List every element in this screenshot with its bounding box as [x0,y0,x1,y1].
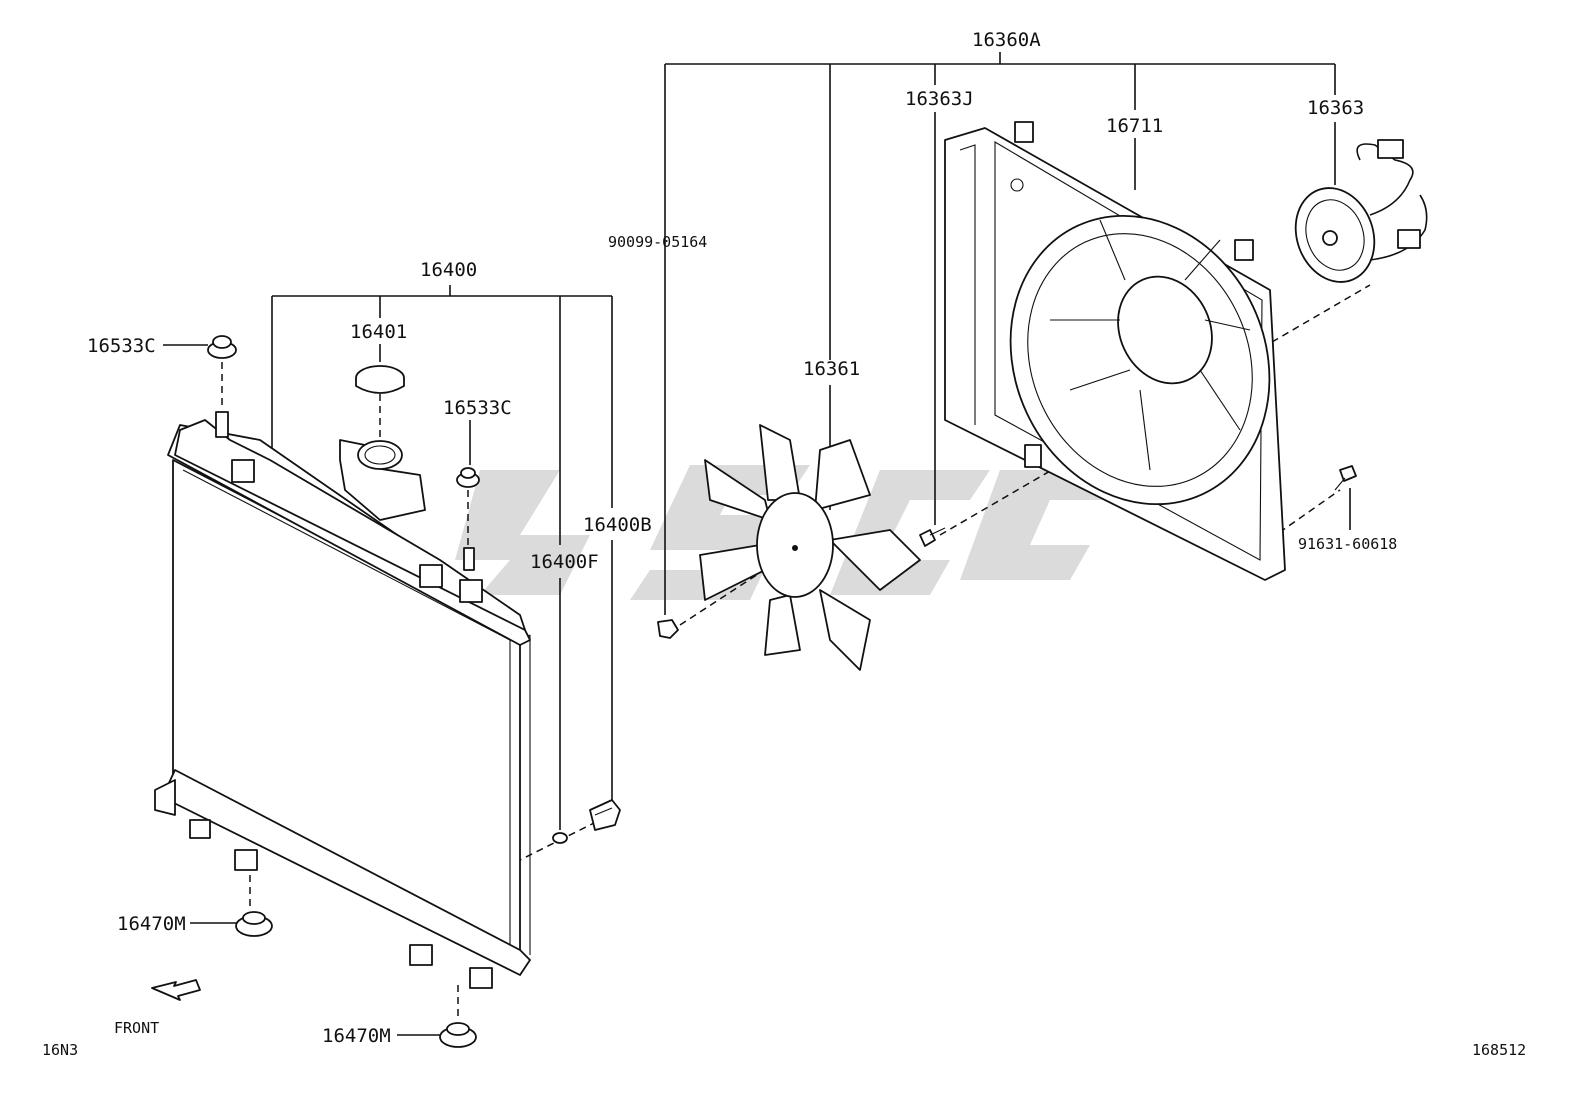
clip-16400f [552,832,568,844]
part-labels: 16360A 16363J 16711 16363 90099-05164 16… [42,29,1526,1059]
front-arrow-icon [151,979,201,1001]
label-figure-number: 168512 [1472,1041,1526,1059]
screw-16363j [919,527,946,547]
cushion-16533c-mid [456,467,480,488]
label-16400f: 16400F [530,551,599,573]
label-16533c-mid: 16533C [443,397,512,419]
label-16360a: 16360A [972,29,1041,51]
label-16363j: 16363J [905,88,974,110]
label-91631-60618: 91631-60618 [1298,535,1397,553]
fan-shroud [944,121,1286,581]
label-16470m-left: 16470M [117,913,186,935]
leader-lines-radiator [163,285,613,1036]
leader-lines-fan-assembly [664,52,1351,615]
fan-motor [1294,139,1428,283]
label-16401: 16401 [350,321,407,343]
label-90099-05164: 90099-05164 [608,233,707,251]
label-16400: 16400 [420,259,477,281]
cushion-16470m-bottom [439,1022,477,1048]
fan-blade [699,424,921,671]
label-front: FRONT [114,1019,159,1037]
label-16400b: 16400B [583,514,652,536]
radiator-cap [355,365,405,394]
nut-90099-05164 [657,619,679,639]
bolt-91631-60618 [1334,465,1357,491]
label-16363: 16363 [1307,97,1364,119]
label-16361: 16361 [803,358,860,380]
radiator-core [154,411,621,989]
label-diagram-code: 16N3 [42,1041,78,1059]
label-16533c-top: 16533C [87,335,156,357]
label-16470m-bottom: 16470M [322,1025,391,1047]
cushion-16470m-left [235,911,273,937]
cushion-16533c-top [207,335,237,359]
label-16711: 16711 [1106,115,1163,137]
